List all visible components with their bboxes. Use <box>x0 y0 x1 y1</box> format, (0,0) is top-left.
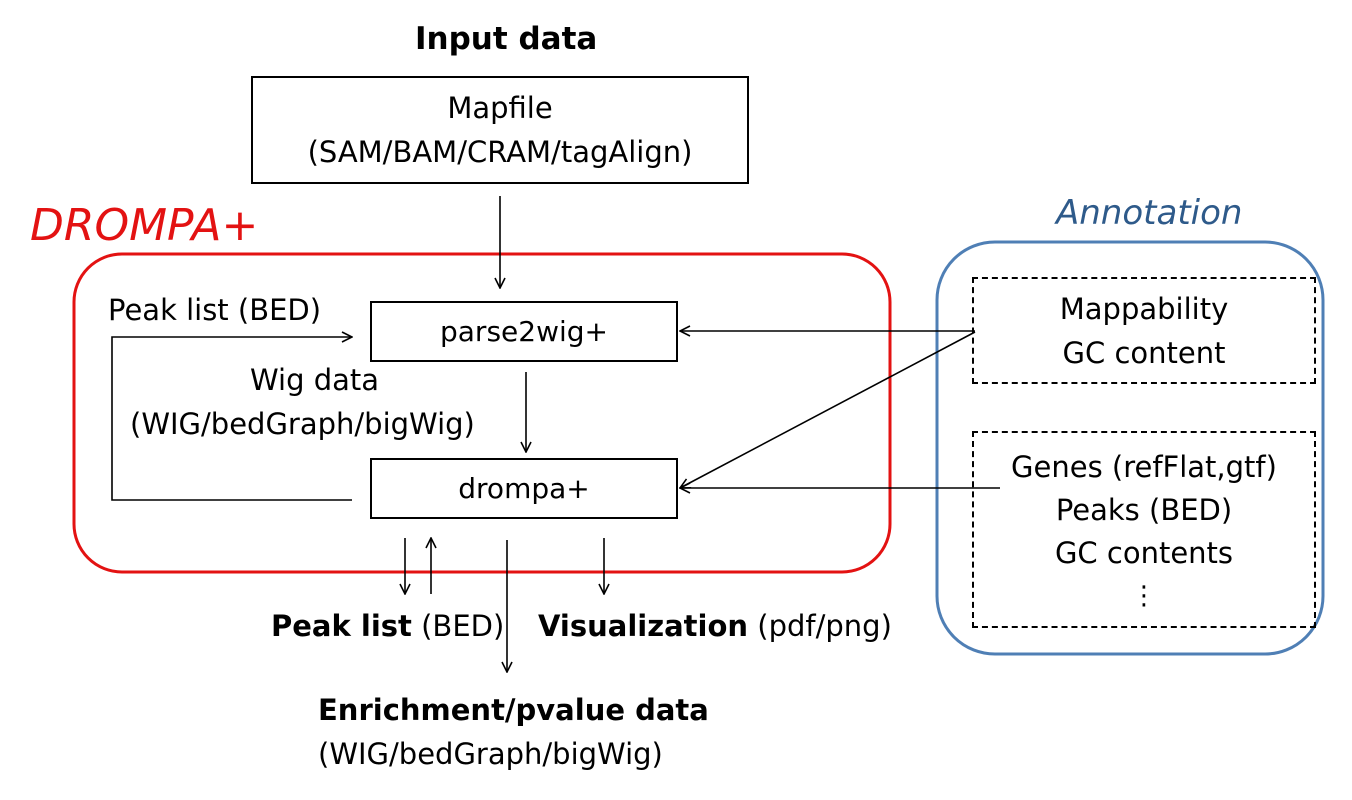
peaks-label: Peaks (BED) <box>1055 493 1233 527</box>
arrow-mappability-to-drompa <box>680 331 976 488</box>
annotation-group-mappability: Mappability GC content <box>972 277 1316 384</box>
mapfile-label: Mapfile <box>447 91 553 125</box>
input-data-heading: Input data <box>415 21 598 57</box>
genes-label: Genes (refFlat,gtf) <box>1011 450 1277 484</box>
mapfile-box: Mapfile (SAM/BAM/CRAM/tagAlign) <box>251 76 749 184</box>
wig-data-label: Wig data <box>250 363 380 397</box>
gc-content-label: GC content <box>1062 336 1226 370</box>
enrichment-output-formats: (WIG/bedGraph/bigWig) <box>318 737 663 771</box>
drompa-command-label: drompa+ <box>458 472 590 505</box>
peak-list-output: Peak list (BED) <box>271 612 504 641</box>
mappability-label: Mappability <box>1059 292 1229 326</box>
visualization-output-format: (pdf/png) <box>748 609 892 643</box>
drompa-command-box: drompa+ <box>370 458 678 519</box>
arrow-peak-loop <box>111 337 352 501</box>
annotation-group-features: Genes (refFlat,gtf) Peaks (BED) GC conte… <box>972 431 1316 628</box>
annotation-title: Annotation <box>1056 193 1243 233</box>
wig-data-formats: (WIG/bedGraph/bigWig) <box>130 407 475 441</box>
drompa-frame <box>72 252 892 574</box>
parse2wig-box: parse2wig+ <box>370 301 678 362</box>
visualization-output-label: Visualization <box>538 609 749 643</box>
enrichment-output-label: Enrichment/pvalue data <box>318 693 709 727</box>
peak-list-output-label: Peak list <box>271 609 412 643</box>
peak-list-input-label: Peak list (BED) <box>108 293 322 327</box>
annotation-frame <box>935 240 1325 656</box>
visualization-output: Visualization (pdf/png) <box>538 612 892 641</box>
peak-list-output-format: (BED) <box>411 609 505 643</box>
parse2wig-label: parse2wig+ <box>440 315 608 348</box>
more-items-ellipsis: ⋮ <box>1131 581 1157 611</box>
gc-contents-label: GC contents <box>1054 536 1234 570</box>
drompa-title: DROMPA+ <box>30 200 259 251</box>
mapfile-formats: (SAM/BAM/CRAM/tagAlign) <box>307 135 693 169</box>
